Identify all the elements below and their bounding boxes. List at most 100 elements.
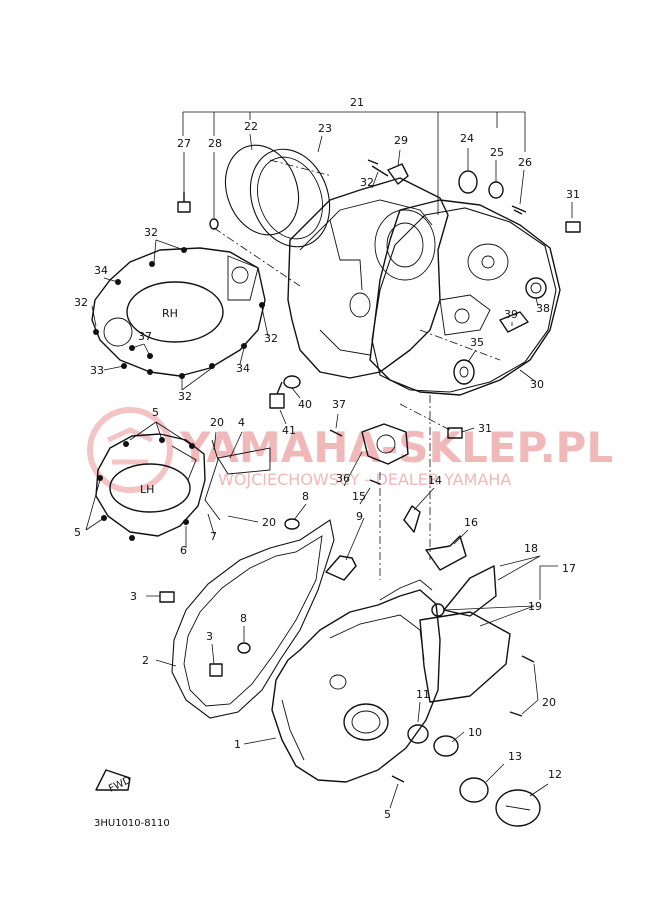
crankcase-cover-assembly (159, 479, 541, 827)
callout-2: 2 (142, 654, 149, 667)
bolt-27 (177, 192, 191, 213)
callout-24: 24 (460, 132, 474, 145)
callout-20: 20 (542, 696, 556, 709)
callout-20-lh-bottom: 20 (262, 516, 276, 529)
seal-25 (488, 181, 504, 199)
bolt-40 (283, 375, 301, 389)
callout-28: 28 (208, 137, 222, 150)
case-gasket-30 (371, 207, 557, 393)
callout-32-rh-top: 32 (144, 226, 158, 239)
callout-30: 30 (530, 378, 544, 391)
callout-5-bottom: 5 (384, 808, 391, 821)
bearing-35 (453, 359, 475, 385)
callout-37: 37 (332, 398, 346, 411)
bolt-15 (369, 479, 381, 485)
plate-39 (499, 311, 529, 333)
callout-21: 21 (350, 96, 364, 109)
callout-37-rh: 37 (138, 330, 152, 343)
cover-rh-mark: RH (162, 307, 178, 320)
bracket-16 (425, 535, 467, 571)
callout-15: 15 (352, 490, 366, 503)
pin-31-top (565, 221, 581, 233)
watermark-brand: YAMAHA-SKLEP.PL (179, 423, 613, 472)
callout-31-top: 31 (566, 188, 580, 201)
callout-22: 22 (244, 120, 258, 133)
callout-40: 40 (298, 398, 312, 411)
callout-8-lower: 8 (240, 612, 247, 625)
clamp-29 (387, 163, 409, 185)
dowel-3-upper (159, 591, 175, 603)
callout-41: 41 (282, 424, 296, 437)
callout-32-rh-bottom: 32 (178, 390, 192, 403)
callout-31-bottom: 31 (478, 422, 492, 435)
crankcase-left-half (287, 177, 449, 379)
oring-13 (459, 777, 489, 803)
watermark-logo-icon (87, 407, 173, 493)
collar-24 (458, 170, 478, 194)
callout-14: 14 (428, 474, 442, 487)
plug-12 (495, 789, 541, 827)
callout-16: 16 (464, 516, 478, 529)
callout-19: 19 (528, 600, 542, 613)
housing-36 (361, 423, 409, 465)
clamp-14 (403, 505, 421, 533)
callout-9: 9 (356, 510, 363, 523)
callout-7: 7 (210, 530, 217, 543)
gasket-22 (224, 144, 300, 236)
bracket-9 (325, 555, 357, 581)
fwd-label: FWD (107, 775, 133, 795)
callout-4: 4 (238, 416, 245, 429)
callout-32-top: 32 (360, 176, 374, 189)
callout-10: 10 (468, 726, 482, 739)
callout-5-top: 5 (152, 406, 159, 419)
bolt-26 (511, 205, 527, 215)
dowel-3-lower (209, 663, 223, 677)
bolt-32-top (367, 159, 389, 177)
callout-8-upper: 8 (302, 490, 309, 503)
callout-23: 23 (318, 122, 332, 135)
ring-38 (525, 277, 547, 299)
callout-38: 38 (536, 302, 550, 315)
gasket-23 (249, 148, 331, 248)
filter-element-18 (443, 565, 497, 617)
callout-25: 25 (490, 146, 504, 159)
crankcase-right-half (369, 199, 561, 396)
plug-10 (433, 735, 459, 757)
gasket-4 (217, 447, 271, 475)
callout-5-left: 5 (74, 526, 81, 539)
bolt-5-lower (391, 775, 405, 783)
callout-11: 11 (416, 688, 430, 701)
crankcase-cover-1 (271, 589, 441, 783)
cover-lh-mark: LH (140, 483, 154, 496)
watermark: YAMAHA-SKLEP.PL WOJCIECHOWSCY - DEALER Y… (87, 407, 613, 493)
callout-27: 27 (177, 137, 191, 150)
collar-37 (329, 429, 343, 437)
callout-20-lh: 20 (210, 416, 224, 429)
callout-1: 1 (234, 738, 241, 751)
dowel-28 (209, 218, 219, 230)
oring-11 (407, 724, 429, 744)
bolt-41 (269, 381, 285, 409)
callout-32-rh-right: 32 (264, 332, 278, 345)
callout-6: 6 (180, 544, 187, 557)
callout-18: 18 (524, 542, 538, 555)
callout-29: 29 (394, 134, 408, 147)
callout-32-rh-left: 32 (74, 296, 88, 309)
callout-26: 26 (518, 156, 532, 169)
cover-plate-17 (419, 611, 511, 703)
cover-rh: RH (91, 247, 266, 379)
fwd-arrow-icon: FWD (95, 769, 133, 795)
callout-33: 33 (90, 364, 104, 377)
bolt-20-lower (509, 711, 523, 717)
oring-8-lower (237, 642, 251, 654)
callout-13: 13 (508, 750, 522, 763)
callout-34-lower: 34 (236, 362, 250, 375)
crankcase-assembly (177, 111, 581, 580)
callout-12: 12 (548, 768, 562, 781)
callout-35: 35 (470, 336, 484, 349)
pin-31-bottom (447, 427, 463, 439)
callout-3-lower: 3 (206, 630, 213, 643)
callout-labels: 21 27 28 22 23 29 24 25 26 32 31 32 34 3… (74, 96, 580, 821)
watermark-dealer: WOJCIECHOWSCY - DEALER YAMAHA (218, 470, 511, 489)
